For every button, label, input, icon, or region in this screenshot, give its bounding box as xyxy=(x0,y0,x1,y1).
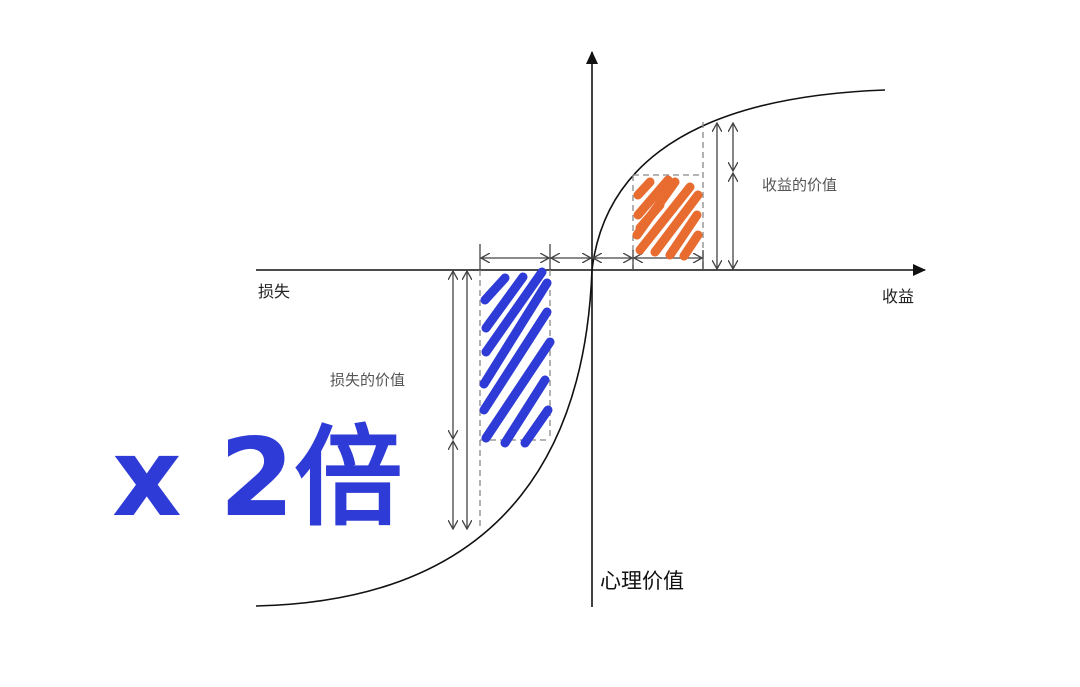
gain-axis-label: 收益 xyxy=(882,287,915,306)
horizontal-dimension-arrows xyxy=(479,244,704,270)
loss-hatch xyxy=(479,267,555,448)
vertical-dimension-arrows xyxy=(453,123,733,529)
value-curve-loss xyxy=(255,269,593,607)
value-axis-label: 心理价值 xyxy=(600,569,684,593)
gain-hatch xyxy=(632,175,703,261)
loss-value-label: 损失的价值 xyxy=(330,371,406,389)
gain-value-label: 收益的价值 xyxy=(762,176,838,194)
multiplier-label: x 2倍 xyxy=(112,416,403,541)
value-curve-gain xyxy=(591,89,886,271)
loss-axis-label: 损失 xyxy=(258,282,291,301)
